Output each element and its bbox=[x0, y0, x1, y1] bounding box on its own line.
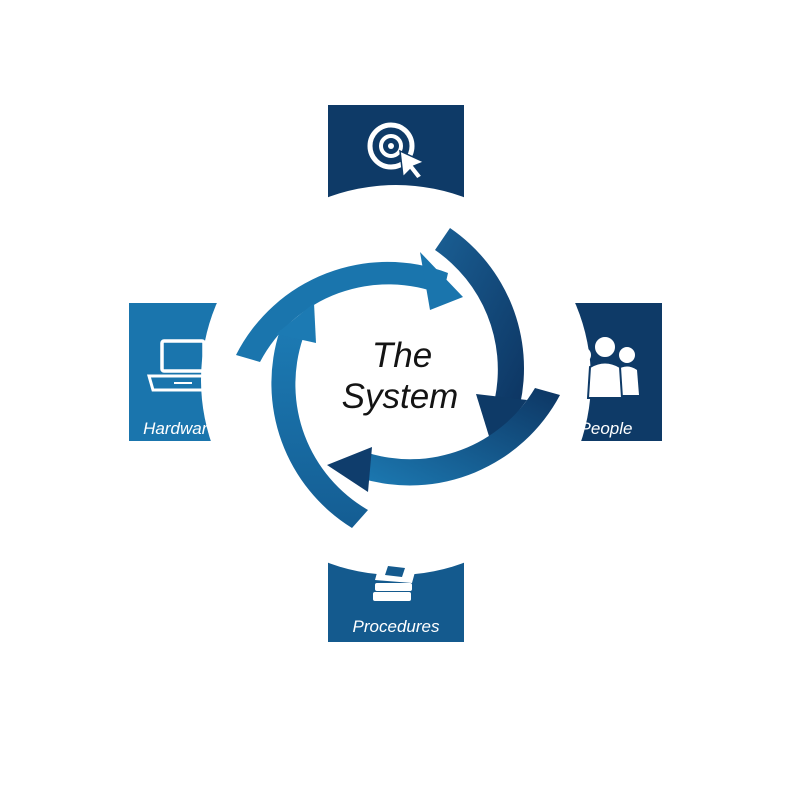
procedures-label: Procedures bbox=[353, 617, 440, 636]
arrow-arc-left bbox=[271, 330, 368, 528]
arrow-head-top bbox=[420, 252, 463, 310]
books-icon bbox=[373, 558, 418, 601]
center-title-line1: The bbox=[372, 336, 432, 375]
arrow-head-right bbox=[476, 394, 527, 446]
software-label: Software bbox=[362, 191, 429, 210]
arrow-head-bottom bbox=[327, 447, 372, 492]
center-title-line2: System bbox=[342, 377, 459, 416]
people-group-icon bbox=[571, 335, 639, 399]
laptop-icon bbox=[147, 339, 219, 392]
cycle-arrows bbox=[236, 228, 560, 528]
hardware-label: Hardware bbox=[143, 419, 217, 438]
people-label: People bbox=[580, 419, 633, 438]
arrow-head-left bbox=[276, 303, 316, 343]
arrow-arc-bottom bbox=[360, 388, 560, 486]
target-cursor-icon bbox=[367, 122, 426, 180]
arrow-arc-right bbox=[435, 228, 525, 405]
